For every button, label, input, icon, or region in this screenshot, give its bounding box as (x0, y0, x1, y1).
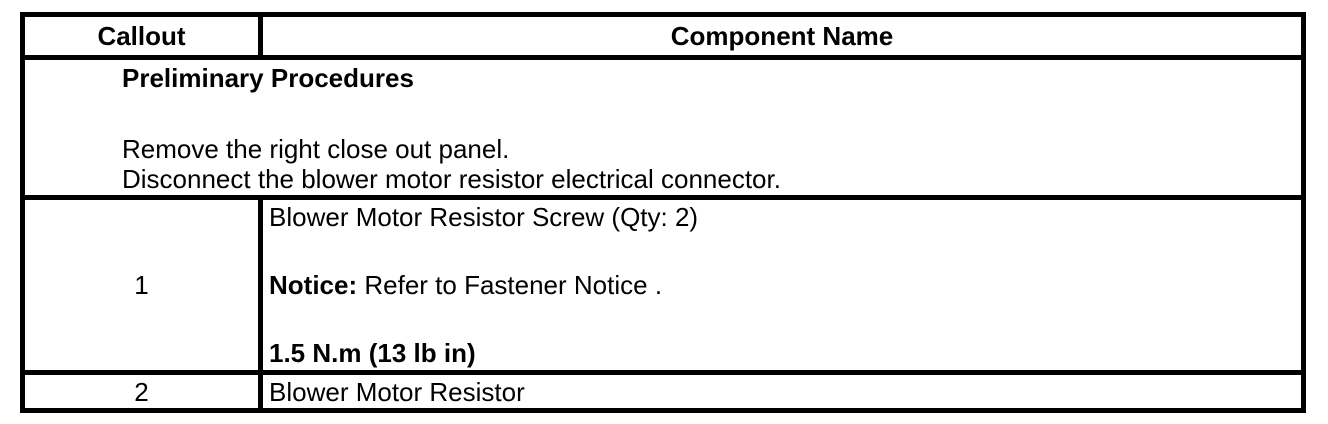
component-detail-cell: Blower Motor Resistor Screw (Qty: 2) Not… (258, 195, 1306, 375)
header-row: Callout Component Name (20, 12, 1306, 60)
preliminary-procedures-title: Preliminary Procedures (122, 63, 414, 93)
callout-number-1: 1 (20, 195, 263, 375)
torque-spec: 1.5 N.m (13 lb in) (269, 338, 476, 368)
component-name-column-header: Component Name (258, 12, 1306, 60)
callout-number-2: 2 (20, 370, 263, 413)
component-row-1: 1 Blower Motor Resistor Screw (Qty: 2) N… (20, 195, 1306, 375)
notice-label: Notice: (269, 270, 358, 300)
component-name-text: Blower Motor Resistor (258, 370, 1306, 413)
callout-column-header: Callout (20, 12, 263, 60)
preliminary-procedures-row: Preliminary Procedures Remove the right … (20, 55, 1306, 200)
component-name-text: Blower Motor Resistor Screw (Qty: 2) (269, 202, 699, 232)
preliminary-procedures-cell: Preliminary Procedures Remove the right … (20, 55, 1306, 200)
notice-text: Refer to Fastener Notice . (364, 270, 663, 300)
notice-line: Notice: Refer to Fastener Notice . (269, 270, 1293, 300)
component-callout-table: Callout Component Name Preliminary Proce… (20, 12, 1306, 413)
preliminary-step-2: Disconnect the blower motor resistor ele… (122, 164, 781, 194)
preliminary-step-1: Remove the right close out panel. (122, 134, 510, 164)
component-row-2: 2 Blower Motor Resistor (20, 370, 1306, 413)
